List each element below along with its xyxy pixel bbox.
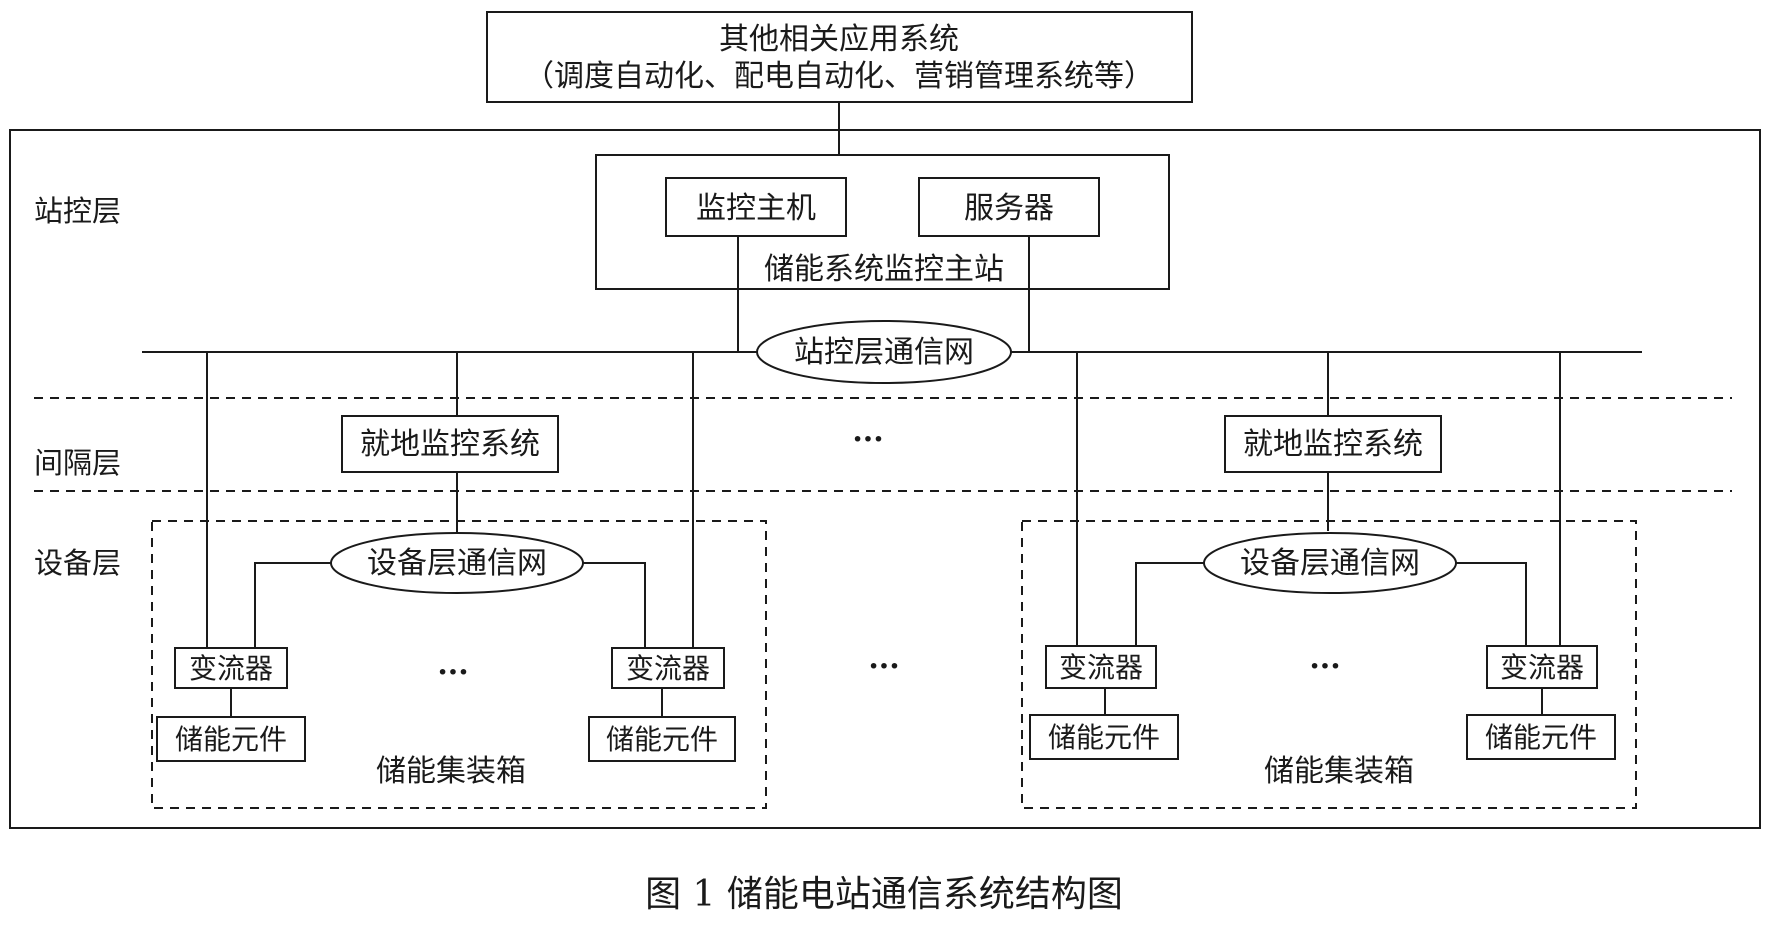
container-label-1: 储能集装箱	[376, 754, 526, 789]
converter-box-3	[1045, 645, 1157, 689]
other-systems-box: 其他相关应用系统 （调度自动化、配电自动化、营销管理系统等）	[486, 11, 1193, 103]
device-ellipsis-1: ···	[437, 655, 468, 690]
storage-element-box-2	[588, 716, 736, 762]
station-layer-label: 站控层	[34, 194, 121, 228]
other-systems-examples: （调度自动化、配电自动化、营销管理系统等）	[524, 59, 1154, 94]
outer-frame	[9, 129, 1761, 829]
converter-label-1: 变流器	[189, 652, 273, 685]
converter-box-1	[174, 647, 288, 689]
device-layer-label: 设备层	[34, 546, 121, 580]
local-monitor-label-1: 就地监控系统	[360, 427, 540, 462]
converter-box-2	[611, 647, 725, 689]
local-monitor-label-2: 就地监控系统	[1243, 427, 1423, 462]
bay-layer-label: 间隔层	[34, 446, 121, 480]
station-network-ellipse	[756, 320, 1012, 384]
storage-element-box-3	[1029, 714, 1179, 760]
bay-ellipsis: ···	[852, 422, 883, 457]
device-network-ellipse-1	[330, 532, 584, 594]
container-box-1	[151, 520, 767, 809]
container-ellipsis: ···	[868, 649, 899, 684]
device-ellipsis-2: ···	[1309, 649, 1340, 684]
converter-box-4	[1486, 645, 1598, 689]
device-network-ellipse-2	[1203, 532, 1457, 594]
monitoring-host-label: 监控主机	[696, 191, 816, 226]
master-station-box: 监控主机 服务器 储能系统监控主站	[595, 154, 1170, 290]
converter-label-2: 变流器	[626, 652, 710, 685]
server-label: 服务器	[964, 191, 1054, 226]
master-station-label: 储能系统监控主站	[764, 252, 1004, 287]
device-net-1-left-branch	[254, 562, 332, 648]
storage-element-box-4	[1466, 714, 1616, 760]
container-label-2: 储能集装箱	[1264, 754, 1414, 789]
monitoring-host-box	[665, 177, 847, 237]
storage-element-label-4: 储能元件	[1485, 721, 1597, 754]
storage-element-box-1	[156, 716, 306, 762]
storage-element-label-1: 储能元件	[175, 723, 287, 756]
storage-element-label-3: 储能元件	[1048, 721, 1160, 754]
local-monitor-box-2	[1224, 415, 1442, 473]
figure-caption: 图 1 储能电站通信系统结构图	[645, 874, 1123, 915]
device-network-label-1: 设备层通信网	[367, 546, 547, 581]
converter-label-4: 变流器	[1500, 651, 1584, 684]
device-net-2-left-branch	[1135, 562, 1205, 646]
device-net-2-right-branch	[1455, 562, 1527, 646]
storage-element-label-2: 储能元件	[606, 723, 718, 756]
container-box-2	[1021, 520, 1637, 809]
device-net-1-right-branch	[582, 562, 646, 648]
device-network-label-2: 设备层通信网	[1240, 546, 1420, 581]
local-monitor-box-1	[341, 415, 559, 473]
server-box	[918, 177, 1100, 237]
converter-label-3: 变流器	[1059, 651, 1143, 684]
station-network-label: 站控层通信网	[794, 335, 974, 370]
other-systems-title: 其他相关应用系统	[719, 22, 959, 57]
